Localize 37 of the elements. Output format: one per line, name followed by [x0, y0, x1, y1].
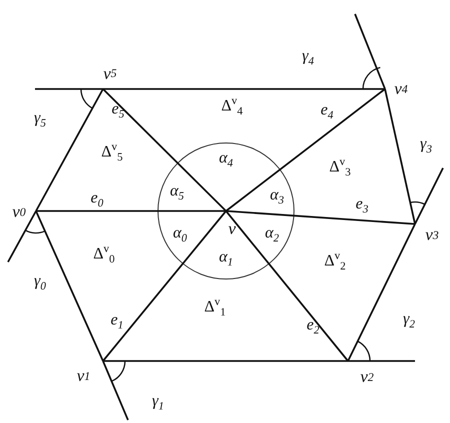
line-segment [103, 360, 348, 362]
extension-line [354, 14, 386, 90]
line-segment [102, 88, 227, 212]
line-segment [102, 210, 227, 362]
line-segment [35, 210, 104, 362]
math-label: α$_{0}$ [173, 225, 187, 245]
line-segment [35, 88, 104, 212]
edge-label: e$_{3}$ [356, 196, 368, 216]
vertex-label: v [222, 211, 242, 247]
math-label: γ$_{0}$ [34, 273, 46, 293]
math-label: α$_{3}$ [270, 187, 284, 207]
edge-label: e$_{1}$ [110, 312, 124, 332]
extension-line [102, 360, 129, 420]
extension-line [414, 168, 444, 224]
edge-label: e$_{0}$ [90, 190, 104, 210]
line-segment [103, 88, 385, 90]
extension-line [35, 88, 103, 90]
math-label: α$_{1}$ [219, 249, 233, 269]
line-segment [226, 210, 416, 225]
math-label: α$_{4}$ [219, 150, 233, 170]
math-label: α$_{2}$ [265, 225, 279, 245]
math-label: γ$_{4}$ [302, 48, 314, 68]
extension-line [348, 360, 415, 362]
edge-label: e$_{2}$ [306, 317, 320, 337]
extension-line [7, 210, 37, 262]
edge-label: e$_{4}$ [320, 102, 334, 122]
math-label: α$_{5}$ [170, 183, 184, 203]
line-segment [36, 210, 226, 212]
line-segment [384, 88, 416, 224]
line-segment [225, 210, 349, 362]
line-segment [347, 224, 416, 362]
math-label: γ$_{5}$ [34, 110, 46, 130]
line-segment [225, 88, 386, 212]
math-label: γ$_{2}$ [403, 311, 415, 331]
math-label: γ$_{1}$ [152, 393, 164, 413]
math-label: γ$_{3}$ [420, 136, 432, 156]
edge-label: e$_{5}$ [112, 101, 124, 121]
